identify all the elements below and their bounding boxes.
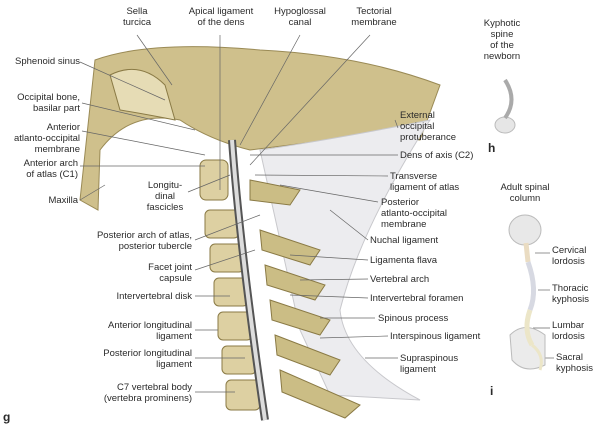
panel-letter-g: g bbox=[3, 410, 11, 424]
vertebral-arches bbox=[249, 179, 361, 419]
newborn-spine-figure bbox=[494, 78, 516, 134]
label-supraspinous-ligament: Supraspinous ligament bbox=[400, 353, 459, 375]
sphenoid-sinus bbox=[109, 68, 176, 121]
label-posterior-longitudinal-ligament: Posterior longitudinal ligament bbox=[103, 348, 192, 370]
label-hypoglossal-canal: Hypoglossal canal bbox=[274, 6, 326, 28]
label-maxilla: Maxilla bbox=[48, 195, 78, 206]
label-interspinous-ligament: Interspinous ligament bbox=[390, 331, 481, 342]
label-thoracic-kyphosis: Thoracic kyphosis bbox=[552, 283, 589, 305]
label-nuchal-ligament: Nuchal ligament bbox=[370, 235, 439, 246]
vertebral-bodies bbox=[199, 159, 261, 411]
label-sphenoid-sinus: Sphenoid sinus bbox=[15, 56, 80, 67]
label-transverse-ligament: Transverse ligament of atlas bbox=[390, 171, 460, 193]
label-posterior-arch-atlas: Posterior arch of atlas, posterior tuber… bbox=[96, 230, 192, 252]
label-spinous-process: Spinous process bbox=[378, 313, 449, 324]
label-lumbar-lordosis: Lumbar lordosis bbox=[552, 320, 585, 342]
label-occipital-bone: Occipital bone, basilar part bbox=[17, 92, 80, 114]
adult-spine-title: Adult spinal column bbox=[500, 182, 550, 204]
label-anterior-longitudinal-ligament: Anterior longitudinal ligament bbox=[108, 320, 192, 342]
spinal-cord bbox=[230, 139, 267, 421]
label-dens-of-axis: Dens of axis (C2) bbox=[400, 150, 474, 161]
label-longitudinal-fascicles: Longitu- dinal fascicles bbox=[146, 180, 184, 213]
label-sella-turcica: Sella turcica bbox=[123, 6, 151, 28]
label-tectorial-membrane: Tectorial membrane bbox=[351, 6, 397, 28]
adult-spine-figure bbox=[508, 214, 546, 371]
label-intervertebral-disk: Intervertebral disk bbox=[116, 291, 192, 302]
newborn-spine-title: Kyphotic spine of the newborn bbox=[483, 18, 521, 62]
label-c7-vertebral-body: C7 vertebral body (vertebra prominens) bbox=[103, 382, 192, 404]
panel-letter-h: h bbox=[488, 141, 496, 155]
label-facet-joint-capsule: Facet joint capsule bbox=[148, 262, 192, 284]
label-sacral-kyphosis: Sacral kyphosis bbox=[556, 352, 593, 374]
label-vertebral-arch: Vertebral arch bbox=[370, 274, 430, 285]
label-intervertebral-foramen: Intervertebral foramen bbox=[370, 293, 464, 304]
label-ligamenta-flava: Ligamenta flava bbox=[370, 255, 438, 266]
panel-letter-i: i bbox=[490, 384, 494, 398]
leader-lines bbox=[79, 34, 554, 393]
label-external-occipital-protuberance: External occipital protuberance bbox=[400, 110, 456, 143]
label-posterior-atlanto-occipital-membrane: Posterior atlanto-occipital membrane bbox=[381, 197, 448, 230]
label-anterior-atlanto-occipital-membrane: Anterior atlanto-occipital membrane bbox=[13, 122, 80, 155]
label-anterior-arch-atlas: Anterior arch of atlas (C1) bbox=[23, 158, 78, 180]
label-cervical-lordosis: Cervical lordosis bbox=[552, 245, 587, 267]
label-apical-ligament: Apical ligament of the dens bbox=[188, 6, 254, 28]
